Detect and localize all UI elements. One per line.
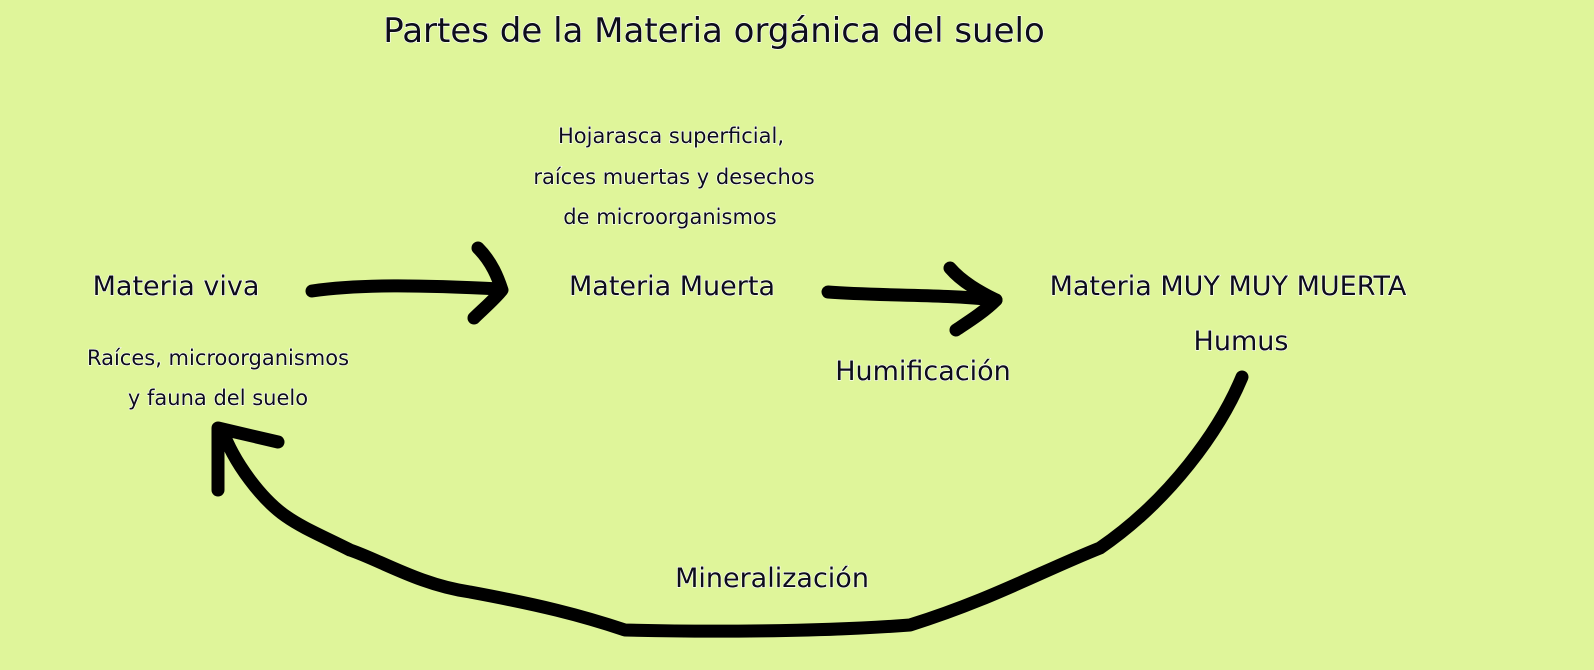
materia-muerta-description-line-3: de microorganismos xyxy=(563,205,776,229)
materia-viva-description-line-2: y fauna del suelo xyxy=(128,386,308,410)
arrow-head xyxy=(211,421,285,497)
arrow-shaft xyxy=(215,370,1249,638)
materia-muerta-description-line-2: raíces muertas y desechos xyxy=(533,165,814,189)
materia-viva-label: Materia viva xyxy=(93,271,260,302)
diagram-title: Partes de la Materia orgánica del suelo xyxy=(383,11,1045,51)
mineralizacion-label: Mineralización xyxy=(675,563,869,594)
materia-muerta-description-line-1: Hojarasca superficial, xyxy=(558,124,784,148)
arrow-muerta-to-humus xyxy=(821,261,1003,337)
materia-muerta-label: Materia Muerta xyxy=(569,271,775,302)
arrow-head xyxy=(943,261,1003,337)
humus-label: Humus xyxy=(1194,326,1289,357)
arrow-shaft xyxy=(821,285,1003,307)
arrow-shaft xyxy=(305,279,507,298)
humificacion-label: Humificación xyxy=(835,356,1011,387)
arrow-head xyxy=(467,241,509,325)
arrow-humus-to-viva xyxy=(211,370,1249,638)
arrow-viva-to-muerta xyxy=(305,241,509,325)
materia-viva-description-line-1: Raíces, microorganismos xyxy=(87,346,349,370)
materia-muy-muy-muerta-label: Materia MUY MUY MUERTA xyxy=(1050,271,1407,302)
